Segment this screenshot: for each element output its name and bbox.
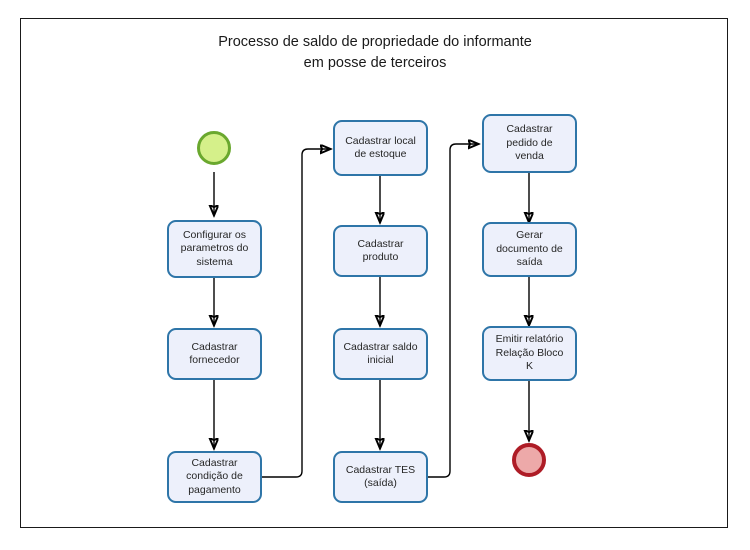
task-node-cadastrar-produto[interactable]: Cadastrar produto [333,225,428,277]
task-node-emitir-relatorio-bloco-k[interactable]: Emitir relatório Relação Bloco K [482,326,577,381]
task-node-cadastrar-fornecedor[interactable]: Cadastrar fornecedor [167,328,262,380]
page-title: Processo de saldo de propriedade do info… [218,34,532,72]
task-node-cadastrar-local-estoque[interactable]: Cadastrar local de estoque [333,120,428,176]
task-node-configurar-parametros[interactable]: Configurar os parametros do sistema [167,220,262,278]
end-event-node[interactable] [512,443,546,477]
task-node-gerar-documento-saida[interactable]: Gerar documento de saída [482,222,577,277]
task-node-cadastrar-condicao-pagamento[interactable]: Cadastrar condição de pagamento [167,451,262,503]
task-node-cadastrar-pedido-venda[interactable]: Cadastrar pedido de venda [482,114,577,173]
task-node-cadastrar-tes-saida[interactable]: Cadastrar TES (saída) [333,451,428,503]
start-event-node[interactable] [197,131,231,165]
task-node-cadastrar-saldo-inicial[interactable]: Cadastrar saldo inicial [333,328,428,380]
